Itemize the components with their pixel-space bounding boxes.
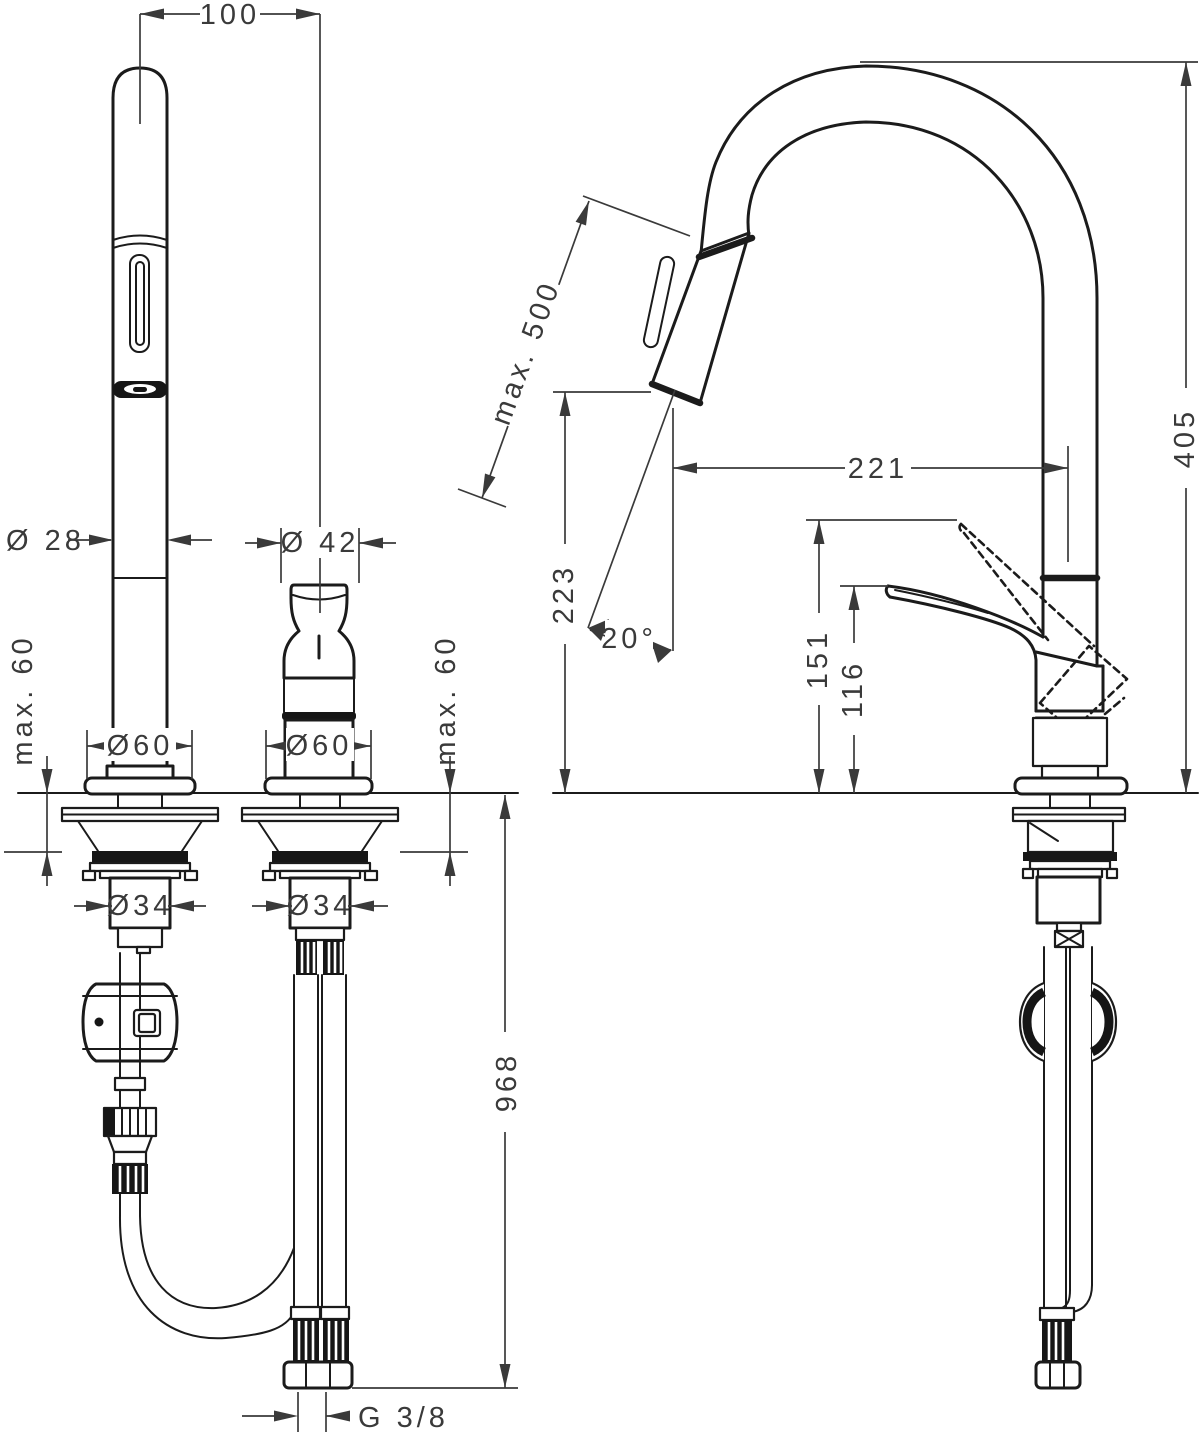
dim-lever-raised: 151 bbox=[798, 613, 834, 705]
spray-head bbox=[642, 231, 756, 407]
dim-outlet-height: 223 bbox=[544, 544, 580, 644]
spray-outlet-face bbox=[648, 380, 704, 407]
dim-handle-base-diameter: Ø60 bbox=[286, 728, 354, 762]
countertop-lines bbox=[4, 792, 1199, 853]
spray-selector-slot bbox=[129, 254, 150, 353]
spray-locknut bbox=[92, 851, 188, 863]
pullout-spray-column bbox=[83, 66, 197, 796]
counter-thickness-left-label: max. 60 bbox=[7, 634, 39, 765]
hose-length-label: 968 bbox=[491, 1052, 523, 1112]
dim-reach: 221 bbox=[845, 451, 911, 485]
lever-height-raised-label: 151 bbox=[802, 629, 834, 689]
dim-hole-spacing: 100 bbox=[200, 0, 260, 31]
dim-pullout: max. 500 bbox=[481, 275, 567, 429]
handle-column bbox=[263, 583, 374, 796]
spray-base-diameter-label: Ø60 bbox=[107, 730, 174, 762]
gooseneck-spout bbox=[699, 64, 1099, 582]
valve-locknut bbox=[272, 851, 368, 863]
handle-shank-diameter-label: Ø34 bbox=[287, 890, 354, 922]
dim-spray-base-diameter: Ø60 bbox=[104, 728, 176, 762]
outlet-height-label: 223 bbox=[548, 564, 580, 624]
counter-thickness-right-label: max. 60 bbox=[430, 634, 462, 765]
hose-weight bbox=[81, 982, 179, 1063]
handle-escutcheon bbox=[263, 776, 374, 796]
dim-lever-rest: 116 bbox=[833, 643, 869, 735]
dimension-lines bbox=[41, 8, 1198, 1432]
under-counter-side bbox=[1011, 793, 1127, 1390]
body-escutcheon bbox=[1013, 776, 1129, 796]
under-counter-valve bbox=[240, 793, 400, 1390]
spray-shank-diameter-label: Ø34 bbox=[107, 890, 174, 922]
spray-head-joint bbox=[695, 234, 756, 261]
handle-base-diameter-label: Ø60 bbox=[286, 730, 353, 762]
supply-hex-nut bbox=[282, 1360, 354, 1390]
dim-total-height: 405 bbox=[1165, 388, 1200, 488]
handle-diameter-label: Ø 42 bbox=[281, 527, 360, 559]
spray-head-clip bbox=[642, 255, 676, 349]
spray-pipe-diameter-label: Ø 28 bbox=[6, 525, 85, 557]
front-view bbox=[60, 66, 400, 1390]
faucet-body bbox=[884, 522, 1129, 796]
spray-hose-connector bbox=[102, 1060, 158, 1194]
dim-handle-diameter: Ø 42 bbox=[281, 527, 360, 559]
dim-spray-angle: 20° bbox=[601, 620, 657, 655]
dim-spray-shank: Ø34 bbox=[107, 889, 174, 922]
lever-rest bbox=[884, 584, 1045, 679]
pullout-hose-loop bbox=[118, 1193, 295, 1340]
dim-handle-shank: Ø34 bbox=[287, 889, 354, 922]
dimension-labels: 100 Ø 28 Ø 42 Ø60 Ø60 max. 60 max. 60 Ø3… bbox=[6, 0, 1200, 1434]
side-view bbox=[642, 64, 1129, 1390]
dim-hose-length: 968 bbox=[487, 1032, 523, 1132]
hose-weight-side bbox=[1018, 981, 1118, 1063]
lever-height-rest-label: 116 bbox=[837, 660, 869, 718]
supply-thread-label: G 3/8 bbox=[358, 1402, 449, 1434]
spray-angle-label: 20° bbox=[601, 623, 657, 655]
side-shank bbox=[1035, 875, 1102, 925]
spout-reach-label: 221 bbox=[848, 453, 908, 485]
supply-hoses bbox=[282, 974, 354, 1390]
spray-escutcheon bbox=[83, 776, 197, 796]
under-counter-spray bbox=[60, 793, 295, 1340]
total-height-label: 405 bbox=[1169, 408, 1200, 468]
hole-spacing-label: 100 bbox=[200, 0, 260, 31]
side-hex-nut bbox=[1034, 1360, 1082, 1390]
